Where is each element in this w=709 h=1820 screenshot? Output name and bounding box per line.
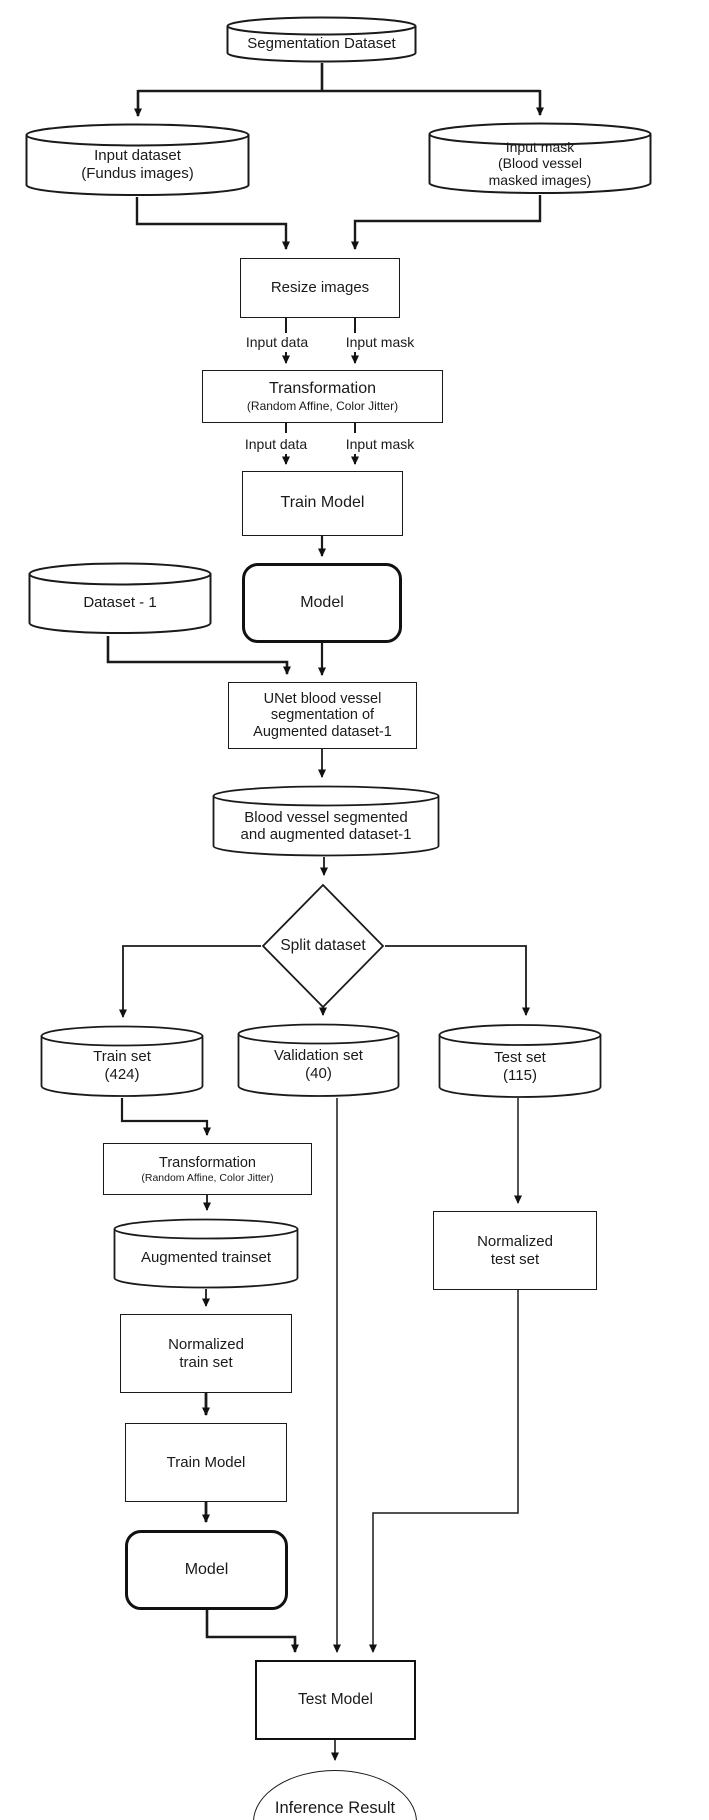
node-split-dataset: Split dataset [261,883,385,1009]
node-label: (115) [503,1066,537,1084]
node-inference-result: Inference Result [253,1770,417,1820]
node-normalized-test-set: Normalized test set [433,1211,597,1290]
node-resize-images: Resize images [240,258,400,318]
node-label: Normalized [168,1335,244,1353]
node-label: Inference Result [274,1799,396,1817]
node-transformation-2: Transformation (Random Affine, Color Jit… [103,1143,312,1195]
node-label: Test set [494,1048,546,1066]
node-label: Normalized [477,1232,553,1250]
node-label: segmentation of [270,707,375,724]
node-label: (Blood vessel [497,155,583,172]
node-label: Segmentation Dataset [247,34,396,52]
node-label: Train Model [166,1453,246,1471]
cylinder-shape [237,1023,400,1097]
node-label: Train set [93,1048,151,1065]
node-augmented-trainset: Augmented trainset [113,1218,299,1289]
node-model-1: Model [242,563,402,643]
node-label: Transformation [159,1154,256,1171]
node-label: and augmented dataset-1 [240,825,412,843]
cylinder-shape [428,122,652,194]
node-label: Dataset - 1 [83,594,157,612]
node-sublabel: (Random Affine, Color Jitter) [246,398,399,413]
node-input-dataset: Input dataset (Fundus images) [25,123,250,197]
node-label: Model [300,593,344,611]
node-label: Model [184,1560,229,1578]
node-label: train set [179,1353,233,1371]
node-label: Split dataset [280,937,366,955]
node-label: Validation set [274,1047,363,1064]
node-input-mask: Input mask (Blood vessel masked images) [428,122,652,195]
node-train-model-2: Train Model [125,1423,287,1502]
node-label: Input mask [505,138,575,155]
node-label: test set [490,1250,540,1268]
cylinder-shape [25,123,250,196]
node-label: Input dataset [94,147,181,164]
cylinder-shape [113,1218,299,1289]
node-label: UNet blood vessel [263,690,382,707]
node-train-set: Train set (424) [40,1025,204,1098]
edge-label-input-data: Input data [232,436,320,452]
node-transformation-1: Transformation (Random Affine, Color Jit… [202,370,443,423]
node-label: Blood vessel segmented [244,808,408,826]
node-label: Augmented trainset [140,1249,272,1267]
node-normalized-train-set: Normalized train set [120,1314,292,1393]
node-segmentation-dataset: Segmentation Dataset [226,16,417,63]
node-label: Train Model [280,494,365,512]
node-dataset-1: Dataset - 1 [28,562,212,635]
edge-label-input-data: Input data [233,334,321,350]
node-bv-augmented-dataset: Blood vessel segmented and augmented dat… [212,785,440,857]
cylinder-shape [212,785,440,857]
diamond-shape [261,883,385,1009]
node-label: Test Model [298,1691,373,1709]
cylinder-shape [226,16,417,63]
node-test-set: Test set (115) [438,1023,602,1100]
node-label: Transformation [269,380,376,398]
edge-label-input-mask: Input mask [334,334,426,350]
node-test-model: Test Model [255,1660,416,1740]
node-sublabel: (Random Affine, Color Jitter) [141,1172,274,1185]
node-label: Augmented dataset-1 [253,723,392,740]
node-train-model-1: Train Model [242,471,403,536]
cylinder-shape [28,562,212,634]
node-label: (424) [104,1066,140,1083]
node-label: (Fundus images) [81,165,194,182]
node-label: Resize images [270,279,370,297]
node-validation-set: Validation set (40) [237,1023,400,1098]
node-unet-segmentation: UNet blood vessel segmentation of Augmen… [228,682,417,749]
node-model-2: Model [125,1530,288,1610]
cylinder-shape [40,1025,204,1097]
node-label: (40) [305,1065,332,1082]
node-label: masked images) [488,171,592,188]
edge-label-input-mask: Input mask [334,436,426,452]
cylinder-shape [438,1024,602,1098]
